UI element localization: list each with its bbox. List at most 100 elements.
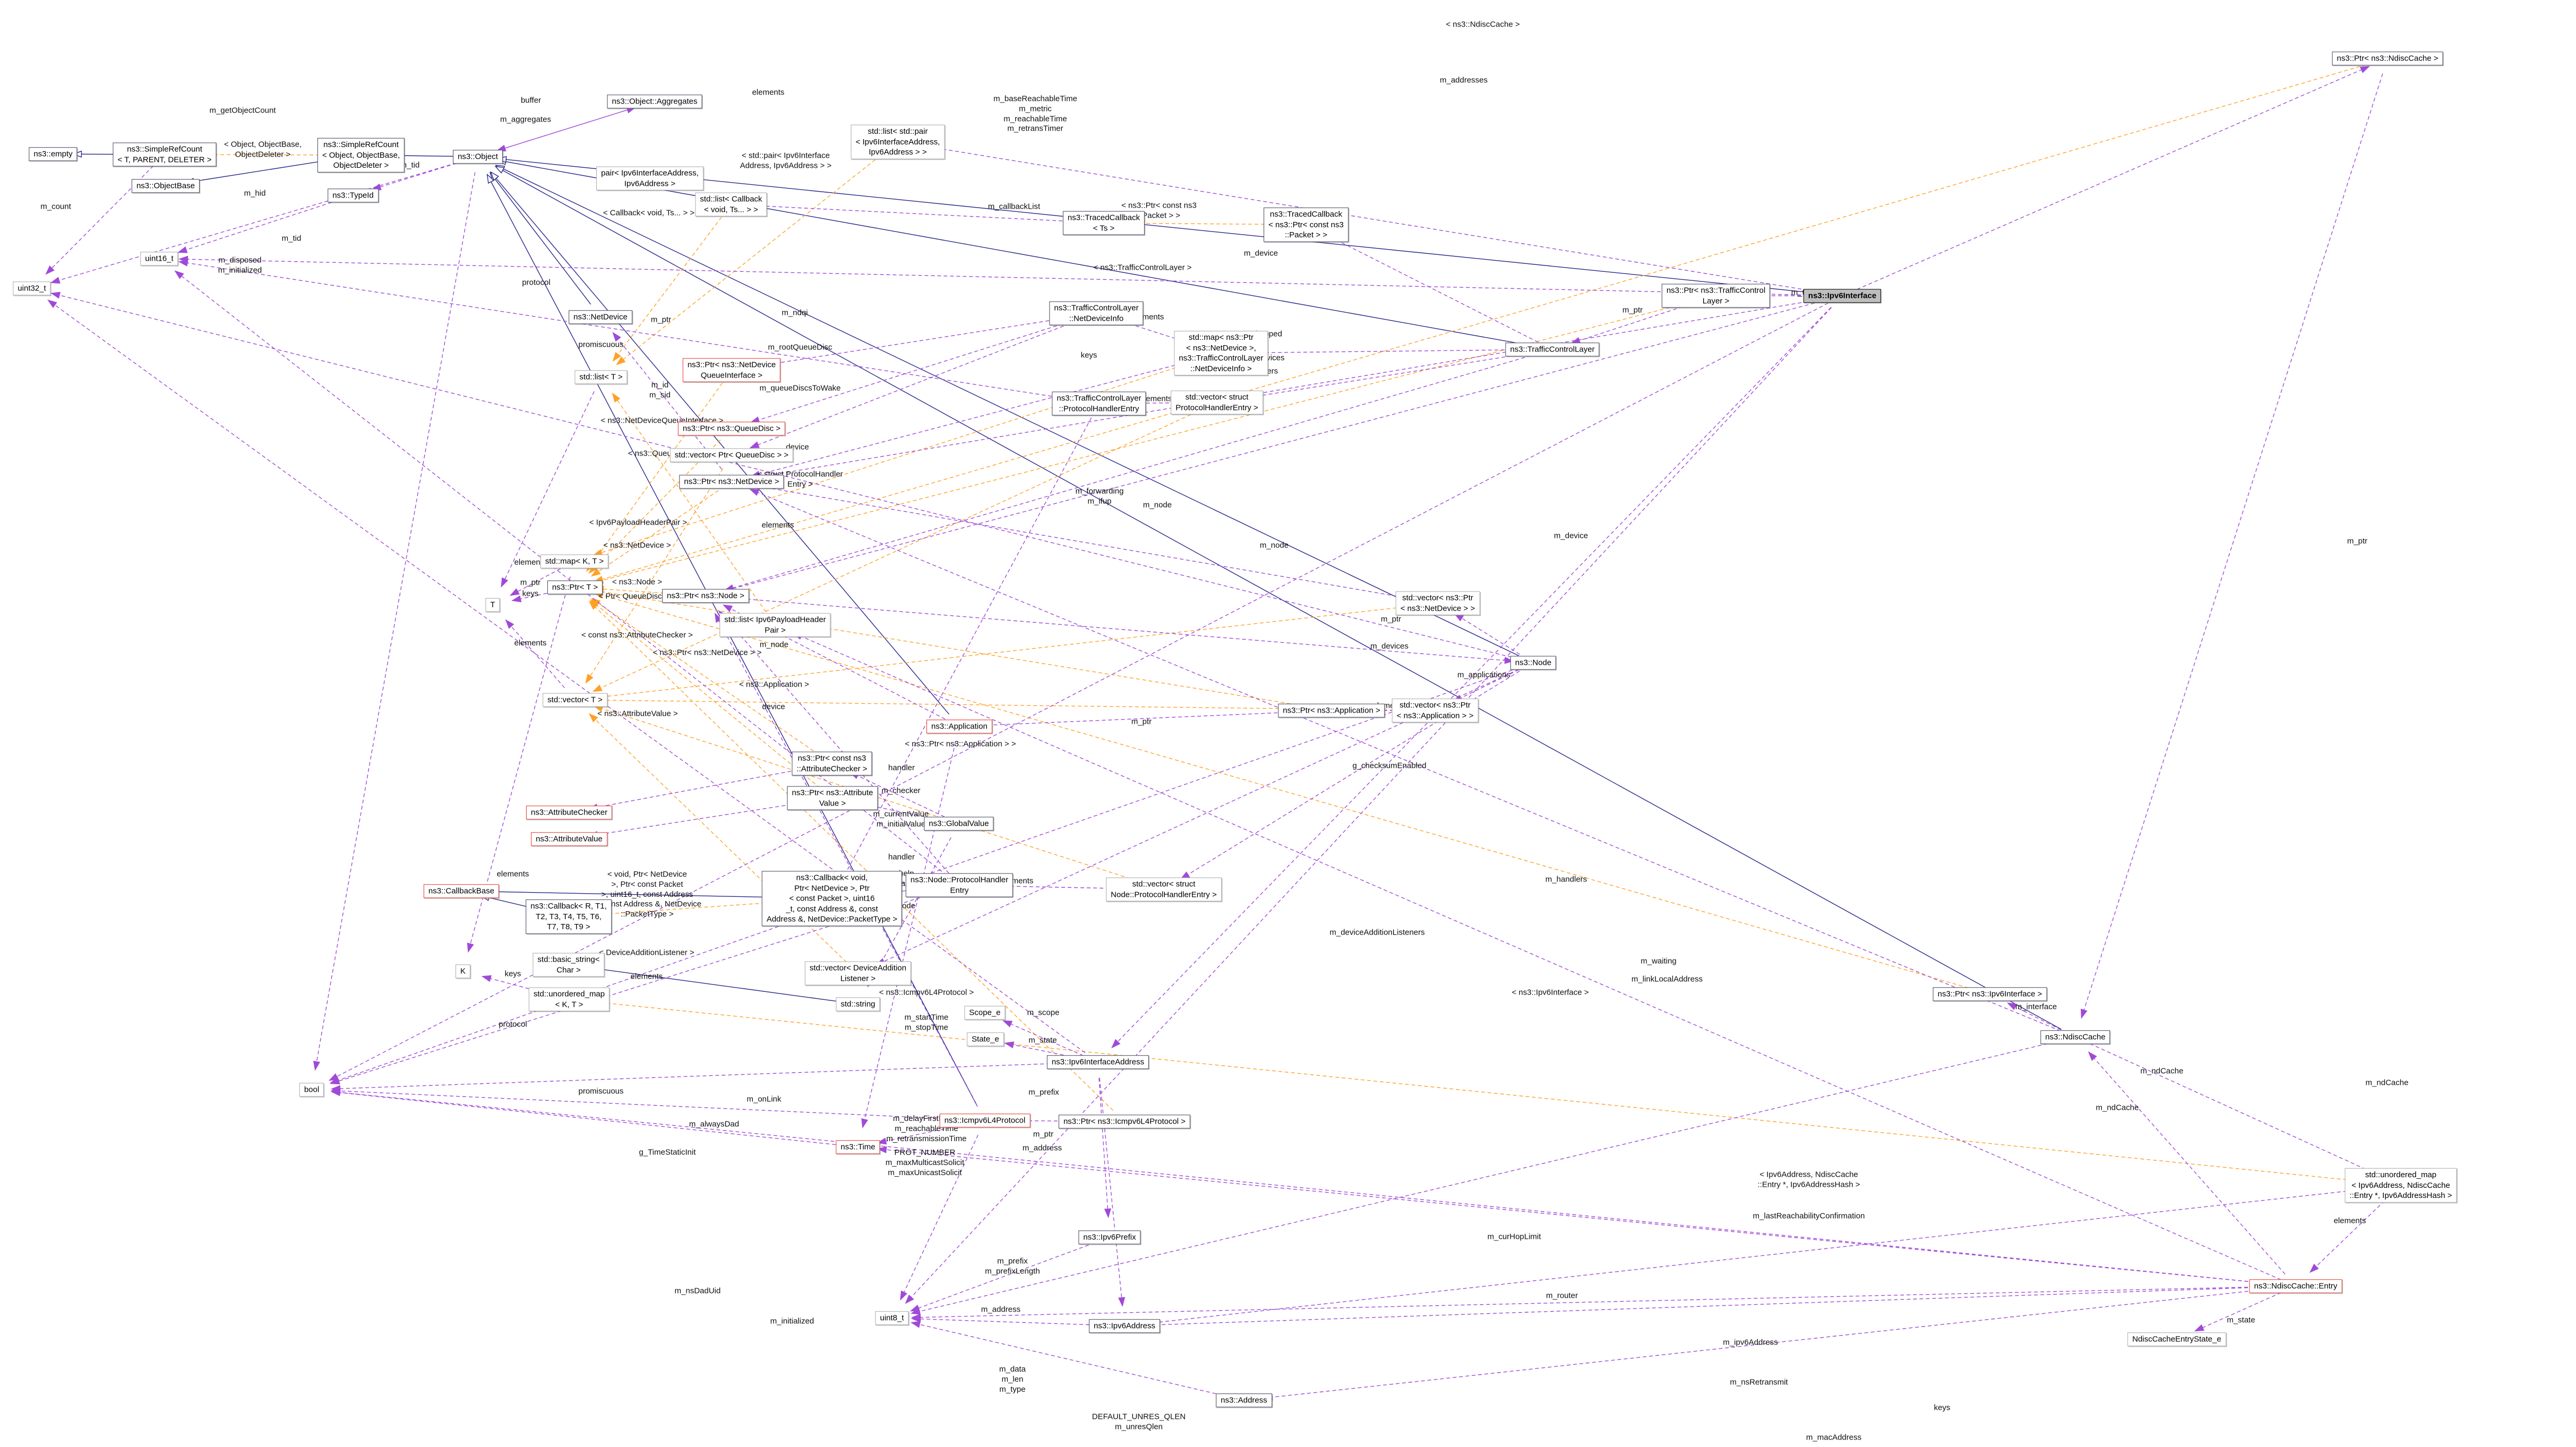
class-node-ipv6ifaddr[interactable]: ns3::Ipv6InterfaceAddress	[1046, 1055, 1149, 1069]
edge-inherit-callback-void-callbackbase	[480, 888, 817, 899]
class-node-pair-addr[interactable]: pair< Ipv6InterfaceAddress, Ipv6Address …	[596, 166, 703, 191]
class-node-k[interactable]: K	[455, 964, 471, 978]
class-node-ptr-netdevice[interactable]: ns3::Ptr< ns3::NetDevice >	[679, 475, 784, 489]
edge-usage-ndisccache-uint8	[910, 1040, 2060, 1315]
class-node-uint8[interactable]: uint8_t	[875, 1311, 909, 1325]
class-node-netdevice[interactable]: ns3::NetDevice	[569, 310, 632, 324]
edge-label: m_macAddress	[1806, 1433, 1862, 1442]
class-node-vec-ptrnd[interactable]: std::vector< ns3::Ptr < ns3::NetDevice >…	[1395, 591, 1480, 615]
class-node-state[interactable]: State_e	[967, 1032, 1004, 1046]
class-node-objectbase[interactable]: ns3::ObjectBase	[131, 179, 200, 193]
class-node-list-callback[interactable]: std::list< Callback < void, Ts... > >	[695, 192, 767, 217]
class-node-ptr-node[interactable]: ns3::Ptr< ns3::Node >	[662, 589, 749, 603]
edge-label: m_data m_len m_type	[999, 1364, 1026, 1394]
edge-usage-time-bool	[330, 1089, 843, 1146]
class-node-aggregates[interactable]: ns3::Object::Aggregates	[607, 95, 702, 108]
class-node-string[interactable]: std::string	[836, 997, 880, 1011]
class-node-ndisc-entry[interactable]: ns3::NdiscCache::Entry	[2249, 1279, 2342, 1293]
class-node-ndisccache[interactable]: ns3::NdiscCache	[2040, 1030, 2110, 1044]
class-node-tracedcb-packet[interactable]: ns3::TracedCallback < ns3::Ptr< const ns…	[1264, 207, 1349, 242]
class-node-list-payload[interactable]: std::list< Ipv6PayloadHeader Pair >	[719, 613, 831, 637]
class-node-ptr-app[interactable]: ns3::Ptr< ns3::Application >	[1278, 704, 1385, 717]
edge-label: < ns3::Ptr< ns3::NetDevice > >	[652, 648, 762, 657]
class-node-ptr-ndisccache[interactable]: ns3::Ptr< ns3::NdiscCache >	[2332, 52, 2443, 65]
class-node-vec-dal[interactable]: std::vector< DeviceAddition Listener >	[804, 961, 912, 986]
edge-usage-tcl-tracedcb-packet	[1323, 233, 1539, 343]
edge-label: < Ipv6PayloadHeaderPair >	[589, 518, 688, 527]
class-node-callbackbase[interactable]: ns3::CallbackBase	[423, 884, 500, 898]
class-node-t[interactable]: T	[485, 598, 500, 612]
edge-label: < ns3::Ptr< ns3::Application > >	[905, 739, 1016, 749]
class-node-src-obj[interactable]: ns3::SimpleRefCount < Object, ObjectBase…	[317, 138, 405, 173]
class-node-ptr-queuedisc[interactable]: ns3::Ptr< ns3::QueueDisc >	[677, 422, 786, 435]
edge-label: m_onLink	[746, 1094, 782, 1104]
edge-usage-ipv6ifaddr-ipv6prefix	[1098, 1077, 1111, 1219]
class-node-ndisc-state[interactable]: NdiscCacheEntryState_e	[2127, 1332, 2226, 1346]
edge-template-ptr-netdevice-ptr-t	[590, 490, 719, 577]
edge-template-vec-phe-vec-t	[592, 408, 1203, 692]
class-node-vec-phe[interactable]: std::vector< struct ProtocolHandlerEntry…	[1171, 390, 1263, 415]
class-node-scope[interactable]: Scope_e	[964, 1006, 1006, 1020]
edge-label: PROT_NUMBER m_maxMulticastSolicit m_maxU…	[885, 1148, 965, 1177]
edge-label: m_id m_sid	[649, 380, 671, 399]
class-node-uint16[interactable]: uint16_t	[140, 252, 178, 266]
class-node-map-nd[interactable]: std::map< ns3::Ptr < ns3::NetDevice >, n…	[1174, 331, 1268, 375]
class-node-vec-queuedisc[interactable]: std::vector< Ptr< QueueDisc > >	[669, 448, 794, 462]
class-node-tracedcb-ts[interactable]: ns3::TracedCallback < Ts >	[1062, 211, 1145, 235]
edge-usage-ndisc-entry-ndisc-state	[2194, 1292, 2281, 1332]
class-node-ptr-checker[interactable]: ns3::Ptr< const ns3 ::AttributeChecker >	[792, 751, 872, 776]
class-node-callback-r[interactable]: ns3::Callback< R, T1, T2, T3, T4, T5, T6…	[526, 899, 612, 934]
class-node-src-t[interactable]: ns3::SimpleRefCount < T, PARENT, DELETER…	[113, 142, 217, 167]
class-node-node[interactable]: ns3::Node	[1510, 656, 1557, 670]
class-node-empty[interactable]: ns3::empty	[29, 147, 78, 161]
class-node-typeid[interactable]: ns3::TypeId	[328, 189, 379, 202]
edge-label: m_rootQueueDisc	[768, 343, 832, 352]
edge-label: m_prefix	[1028, 1088, 1059, 1097]
class-node-ptr-t[interactable]: ns3::Ptr< T >	[547, 580, 603, 594]
edge-label: m_ptr	[1033, 1129, 1054, 1139]
class-node-node-phe[interactable]: ns3::Node::ProtocolHandler Entry	[905, 873, 1014, 897]
class-node-tcl[interactable]: ns3::TrafficControlLayer	[1505, 343, 1600, 356]
class-node-unordmap-kt[interactable]: std::unordered_map < K, T >	[528, 987, 610, 1012]
edge-label: < Object, ObjectBase, ObjectDeleter >	[224, 140, 302, 159]
class-node-application[interactable]: ns3::Application	[926, 720, 992, 733]
class-node-time[interactable]: ns3::Time	[836, 1140, 880, 1154]
class-node-map-kt[interactable]: std::map< K, T >	[540, 554, 609, 568]
class-node-vec-t[interactable]: std::vector< T >	[543, 693, 607, 707]
edge-usage-object-uint32	[50, 160, 463, 284]
edge-label: protocol	[522, 278, 551, 287]
class-node-ipv6address[interactable]: ns3::Ipv6Address	[1089, 1319, 1160, 1333]
class-node-globalvalue[interactable]: ns3::GlobalValue	[924, 817, 994, 830]
edge-label: elements	[761, 520, 794, 530]
class-node-tcl-phe[interactable]: ns3::TrafficControlLayer ::ProtocolHandl…	[1052, 391, 1146, 416]
edge-usage-unordmap-ndisc-ipv6address	[1143, 1186, 2385, 1326]
edge-label: m_nsDadUid	[674, 1286, 721, 1296]
class-node-ptr-tcl[interactable]: ns3::Ptr< ns3::TrafficControl Layer >	[1661, 284, 1771, 308]
class-node-uint32[interactable]: uint32_t	[13, 281, 51, 295]
class-node-object[interactable]: ns3::Object	[453, 150, 503, 164]
class-node-vec-app[interactable]: std::vector< ns3::Ptr < ns3::Application…	[1392, 698, 1479, 723]
class-node-ipv6prefix[interactable]: ns3::Ipv6Prefix	[1078, 1230, 1141, 1244]
class-node-ptr-icmpv6[interactable]: ns3::Ptr< ns3::Icmpv6L4Protocol >	[1058, 1115, 1191, 1128]
edge-usage-application-ptr-node	[722, 604, 946, 720]
class-node-ptr-ndqi[interactable]: ns3::Ptr< ns3::NetDevice QueueInterface …	[682, 358, 781, 382]
class-node-ptr-value[interactable]: ns3::Ptr< ns3::Attribute Value >	[787, 786, 878, 810]
edge-label: m_count	[40, 202, 71, 211]
edge-usage-object-typeid	[371, 161, 463, 191]
class-node-attrvalue[interactable]: ns3::AttributeValue	[531, 832, 607, 846]
edge-label: m_ndCache	[2365, 1078, 2409, 1088]
class-node-ipv6interface[interactable]: ns3::Ipv6Interface	[1803, 289, 1882, 303]
class-node-bool[interactable]: bool	[299, 1083, 324, 1097]
class-node-tcl-ndinfo[interactable]: ns3::TrafficControlLayer ::NetDeviceInfo	[1049, 301, 1144, 326]
class-node-ptr-ipv6if[interactable]: ns3::Ptr< ns3::Ipv6Interface >	[1933, 987, 2047, 1001]
class-node-list-pair[interactable]: std::list< std::pair < Ipv6InterfaceAddr…	[851, 124, 945, 159]
class-node-attrchecker[interactable]: ns3::AttributeChecker	[526, 806, 613, 819]
class-node-vec-node-phe[interactable]: std::vector< struct Node::ProtocolHandle…	[1106, 877, 1222, 902]
class-node-address[interactable]: ns3::Address	[1216, 1393, 1272, 1407]
class-node-icmpv6[interactable]: ns3::Icmpv6L4Protocol	[939, 1114, 1031, 1127]
class-node-callback-void[interactable]: ns3::Callback< void, Ptr< NetDevice >, P…	[761, 871, 903, 926]
edge-label: < ns3::Application >	[739, 680, 809, 689]
class-node-basicstring[interactable]: std::basic_string< Char >	[533, 953, 605, 977]
class-node-unordmap-ndisc[interactable]: std::unordered_map < Ipv6Address, NdiscC…	[2345, 1168, 2457, 1203]
class-node-list-t[interactable]: std::list< T >	[574, 370, 628, 384]
